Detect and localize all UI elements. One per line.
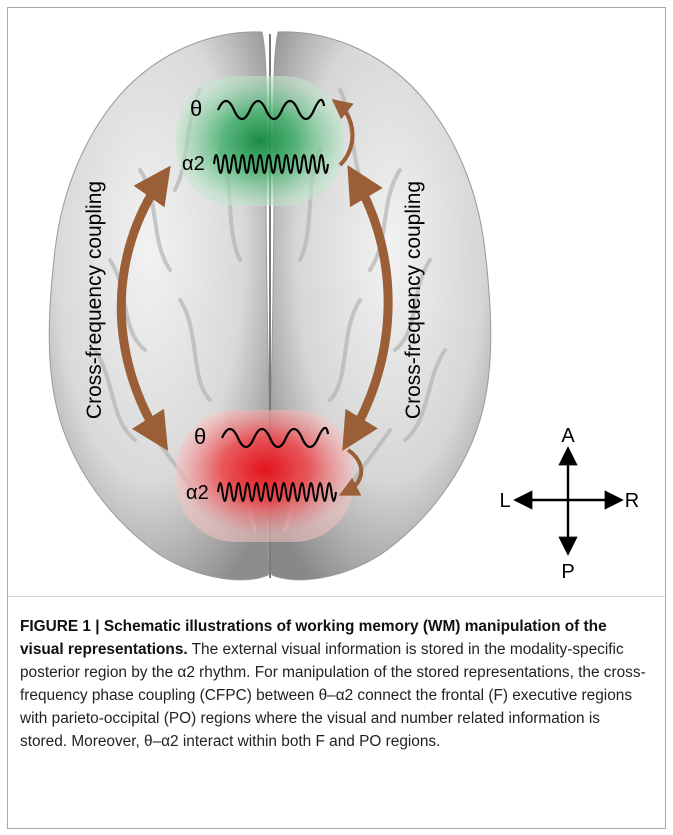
brain-diagram: θ α2 θ α2 Cross-frequency coupling Cross…	[0, 0, 673, 600]
posterior-theta-label: θ	[194, 424, 206, 449]
right-coupling-label: Cross-frequency coupling	[402, 181, 425, 419]
frontal-theta-label: θ	[190, 96, 202, 121]
orientation-compass: A P L R	[499, 425, 639, 583]
compass-left-label: L	[499, 490, 510, 512]
frontal-region: θ α2	[176, 76, 344, 206]
compass-posterior-label: P	[561, 561, 574, 583]
frontal-alpha2-label: α2	[182, 153, 205, 175]
left-coupling-label: Cross-frequency coupling	[83, 181, 106, 419]
figure-caption: FIGURE 1 | Schematic illustrations of wo…	[20, 615, 650, 753]
compass-right-label: R	[625, 490, 639, 512]
posterior-alpha2-label: α2	[186, 482, 209, 504]
caption-divider	[8, 596, 665, 597]
posterior-region: θ α2	[176, 410, 354, 542]
compass-anterior-label: A	[561, 425, 575, 447]
